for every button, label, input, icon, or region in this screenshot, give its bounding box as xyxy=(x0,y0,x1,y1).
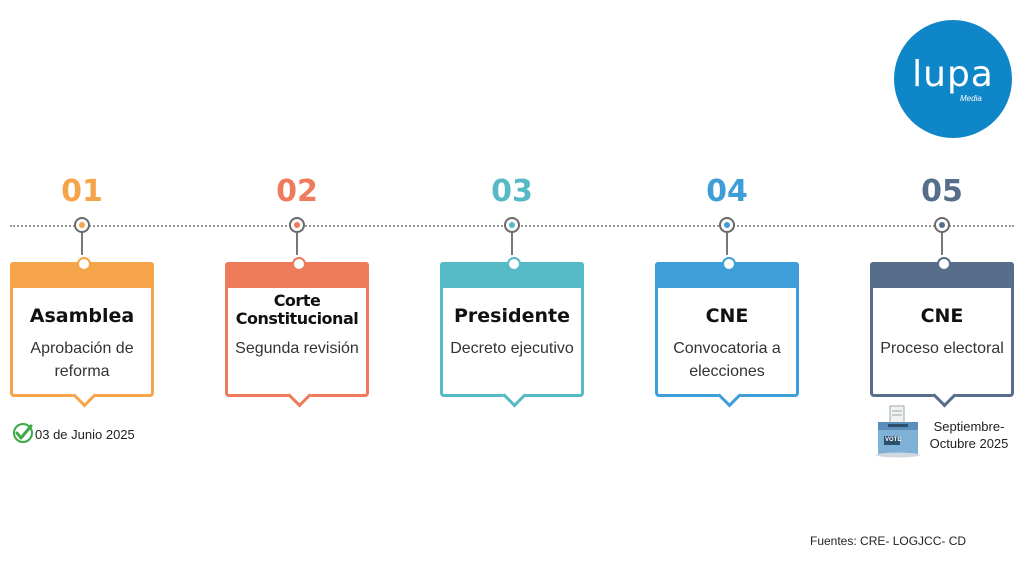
timeline-node xyxy=(719,217,735,233)
step-title: Presidente xyxy=(454,305,570,327)
timeline-node xyxy=(934,217,950,233)
step-title: CNE xyxy=(920,305,964,327)
step-description: Aprobación de reforma xyxy=(30,340,134,380)
sources-text: Fuentes: CRE- LOGJCC- CD xyxy=(810,534,967,548)
step-description: Segunda revisión xyxy=(235,340,359,357)
card-pointer xyxy=(932,383,957,408)
timeline-stem xyxy=(81,233,83,255)
timeline-stem xyxy=(726,233,728,255)
card-ring xyxy=(507,257,521,271)
lupa-media-logo: lupa Media xyxy=(894,20,1012,138)
step-number: 04 xyxy=(706,174,748,209)
step-number: 02 xyxy=(276,174,318,209)
logo-subtext: Media xyxy=(960,94,982,103)
card-pointer xyxy=(287,383,312,408)
card-pointer xyxy=(72,383,97,408)
step-number: 01 xyxy=(61,174,103,209)
step-title: Corte Constitucional xyxy=(235,291,359,328)
logo-wordmark: lupa xyxy=(912,54,994,95)
step-card: CNE Convocatoria a elecciones xyxy=(655,257,799,408)
check-icon xyxy=(12,422,34,444)
step1-date: 03 de Junio 2025 xyxy=(35,427,135,442)
timeline-stem xyxy=(511,233,513,255)
step-number: 05 xyxy=(921,174,963,209)
step-card: Corte Constitucional Segunda revisión xyxy=(225,257,369,408)
card-ring xyxy=(722,257,736,271)
timeline-stem xyxy=(941,233,943,255)
vote-label: VOTE xyxy=(885,437,902,443)
card-ring xyxy=(77,257,91,271)
card-pointer xyxy=(717,383,742,408)
step-card: Asamblea Aprobación de reforma xyxy=(10,257,154,408)
timeline-node xyxy=(289,217,305,233)
step-card: CNE Proceso electoral xyxy=(870,257,1014,408)
timeline-node xyxy=(504,217,520,233)
card-ring xyxy=(937,257,951,271)
step-description: Convocatoria a elecciones xyxy=(673,340,781,380)
step-card: Presidente Decreto ejecutivo xyxy=(440,257,584,408)
step5-date: Septiembre- Octubre 2025 xyxy=(929,419,1009,451)
timeline-node xyxy=(74,217,90,233)
card-ring xyxy=(292,257,306,271)
step-number: 03 xyxy=(491,174,533,209)
step-title: Asamblea xyxy=(29,305,135,327)
card-pointer xyxy=(502,383,527,408)
ballot-box-icon xyxy=(874,404,922,458)
step-description: Proceso electoral xyxy=(880,340,1004,357)
step-description: Decreto ejecutivo xyxy=(450,340,574,357)
timeline-stem xyxy=(296,233,298,255)
step-title: CNE xyxy=(705,305,749,327)
